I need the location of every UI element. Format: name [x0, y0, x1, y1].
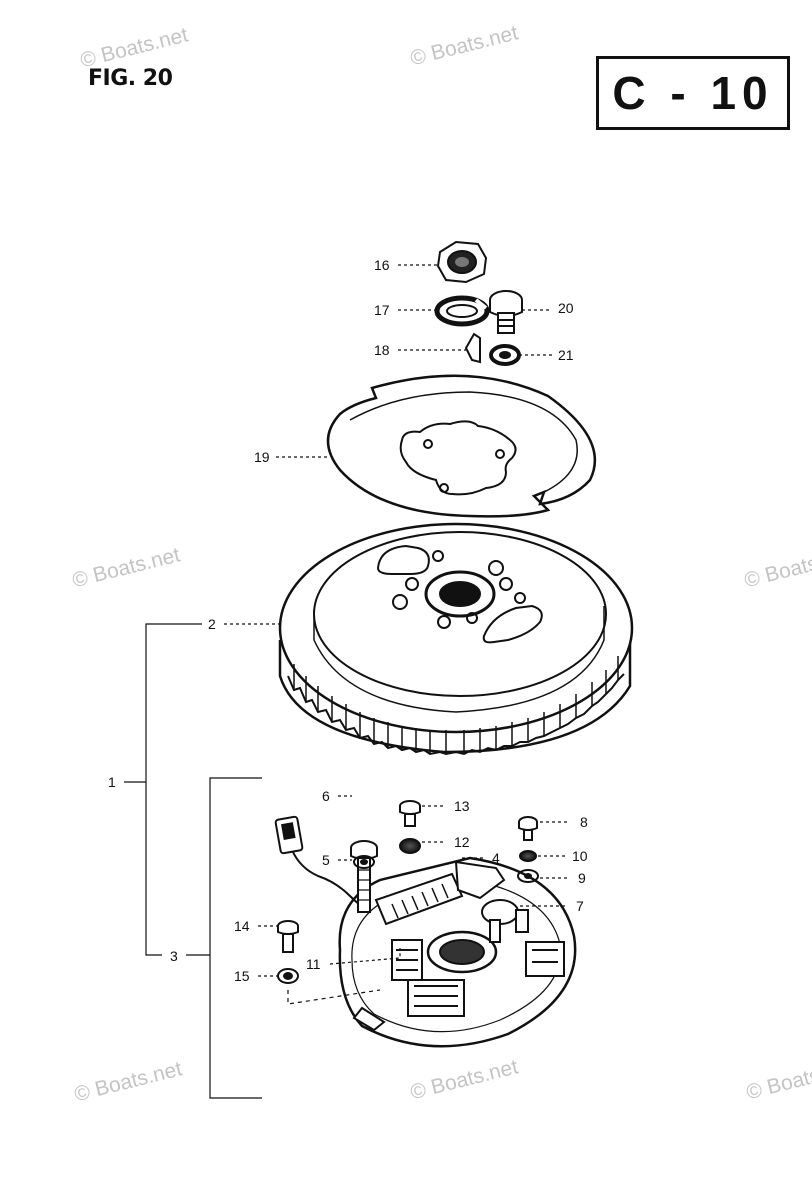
- stator-plate-part-3: [274, 815, 577, 1048]
- figure-label: FIG. 20: [88, 66, 173, 91]
- callout-10: 10: [572, 848, 588, 864]
- washer-part-12: [399, 838, 421, 854]
- callout-17: 17: [374, 302, 390, 318]
- key-part-18: [464, 332, 481, 364]
- page-code: C - 10: [612, 67, 774, 119]
- callout-12: 12: [454, 834, 470, 850]
- washer-part-10: [519, 850, 537, 862]
- bolt-part-20: [489, 290, 523, 334]
- flywheel-part-2: [278, 522, 634, 756]
- callout-11: 11: [306, 956, 321, 972]
- callout-18: 18: [374, 342, 390, 358]
- callout-8: 8: [580, 814, 588, 830]
- callout-6: 6: [322, 788, 330, 804]
- callout-2: 2: [208, 616, 216, 632]
- callout-7: 7: [576, 898, 584, 914]
- washer-part-5: [353, 855, 375, 869]
- page-code-box: C - 10: [596, 56, 790, 130]
- screw-part-13: [399, 800, 421, 827]
- callout-14: 14: [234, 918, 250, 934]
- callout-9: 9: [578, 870, 586, 886]
- callout-5: 5: [322, 852, 330, 868]
- flywheel-plate-part-19: [326, 374, 597, 518]
- lock-washer-part-17: [434, 295, 490, 327]
- callout-3: 3: [170, 948, 178, 964]
- washer-part-15: [277, 968, 299, 984]
- nut-part-16: [436, 240, 488, 284]
- callout-1: 1: [108, 774, 116, 790]
- callout-16: 16: [374, 257, 390, 273]
- callout-4: 4: [492, 850, 500, 866]
- callout-15: 15: [234, 968, 250, 984]
- callout-20: 20: [558, 300, 574, 316]
- leader-lines: [124, 264, 570, 1099]
- callout-19: 19: [254, 449, 270, 465]
- screw-part-8: [518, 816, 538, 841]
- washer-part-21: [489, 344, 521, 366]
- screw-part-14: [277, 920, 299, 953]
- callout-21: 21: [558, 347, 574, 363]
- washer-part-9: [517, 869, 539, 883]
- callout-13: 13: [454, 798, 470, 814]
